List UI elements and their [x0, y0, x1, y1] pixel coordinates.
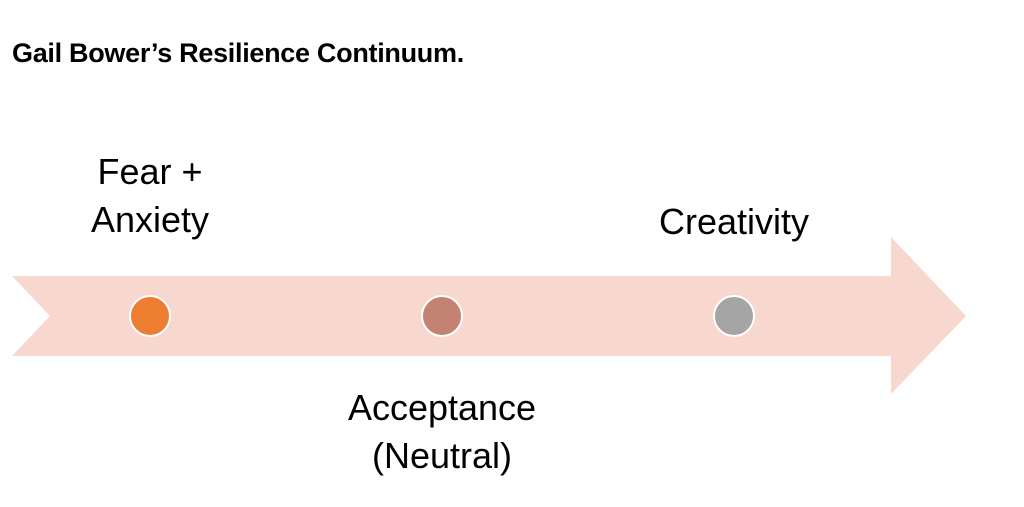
- stage-label-line2: (Neutral): [371, 435, 513, 476]
- stage-label-line1: Fear +: [97, 151, 203, 192]
- marker-acceptance: [421, 295, 463, 337]
- stage-label-fear-anxiety: Fear + Anxiety: [50, 148, 250, 244]
- stage-label-acceptance: Acceptance (Neutral): [292, 384, 592, 480]
- marker-creativity: [713, 295, 755, 337]
- stage-label-line1: Acceptance: [347, 387, 537, 428]
- stage-label-line1: Creativity: [658, 201, 810, 242]
- stage-label-line2: Anxiety: [90, 199, 210, 240]
- marker-fear-anxiety: [129, 295, 171, 337]
- diagram-title: Gail Bower’s Resilience Continuum.: [12, 38, 464, 68]
- arrow-shape: [12, 237, 966, 394]
- stage-label-creativity: Creativity: [604, 198, 864, 246]
